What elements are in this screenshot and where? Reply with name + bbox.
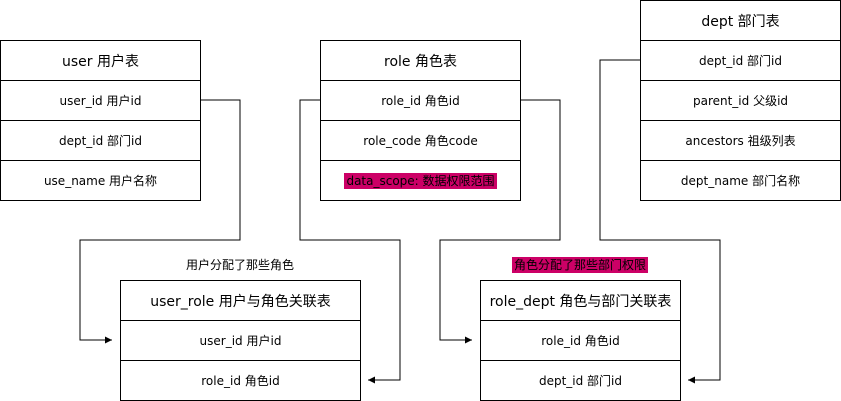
connector-role-to-role-dept — [439, 99, 561, 344]
table-user-role: user_role 用户与角色关联表 user_id 用户id role_id … — [120, 280, 361, 401]
field-label-highlighted: data_scope: 数据权限范围 — [344, 172, 497, 189]
table-role-dept-field-dept-id: dept_id 部门id — [480, 360, 681, 401]
field-label: dept_id 部门id — [698, 54, 783, 68]
table-role-field-role-id: role_id 角色id — [320, 80, 521, 121]
user-role-caption: 用户分配了那些角色 — [185, 258, 295, 272]
field-label: dept_name 部门名称 — [680, 174, 801, 188]
table-title: role_dept 角色与部门关联表 — [489, 293, 672, 310]
table-user: user 用户表 user_id 用户id dept_id 部门id use_n… — [0, 40, 201, 201]
field-label: user_id 用户id — [59, 94, 142, 108]
field-label: role_code 角色code — [363, 134, 478, 148]
table-title: dept 部门表 — [701, 13, 780, 30]
field-label: role_id 角色id — [201, 374, 280, 388]
connector-dept-to-role-dept — [599, 59, 721, 384]
table-user-field-user-id: user_id 用户id — [0, 80, 201, 121]
table-dept: dept 部门表 dept_id 部门id parent_id 父级id anc… — [640, 0, 841, 201]
table-user-header: user 用户表 — [0, 40, 201, 81]
field-label: parent_id 父级id — [692, 94, 789, 108]
field-label: dept_id 部门id — [58, 134, 143, 148]
table-user-field-use-name: use_name 用户名称 — [0, 160, 201, 201]
table-title: user_role 用户与角色关联表 — [150, 293, 331, 310]
table-dept-field-dept-id: dept_id 部门id — [640, 40, 841, 81]
field-label: ancestors 祖级列表 — [685, 134, 796, 148]
table-dept-header: dept 部门表 — [640, 0, 841, 41]
table-dept-field-dept-name: dept_name 部门名称 — [640, 160, 841, 201]
field-label: use_name 用户名称 — [43, 174, 158, 188]
table-user-role-field-user-id: user_id 用户id — [120, 320, 361, 361]
field-label: dept_id 部门id — [538, 374, 623, 388]
field-label: role_id 角色id — [381, 94, 460, 108]
table-role-dept-header: role_dept 角色与部门关联表 — [480, 280, 681, 321]
table-role-dept: role_dept 角色与部门关联表 role_id 角色id dept_id … — [480, 280, 681, 401]
table-user-role-header: user_role 用户与角色关联表 — [120, 280, 361, 321]
connector-role-to-user-role — [299, 99, 401, 384]
table-role-header: role 角色表 — [320, 40, 521, 81]
connector-user-to-user-role — [79, 99, 241, 344]
role-dept-caption: 角色分配了那些部门权限 — [511, 257, 649, 273]
table-user-field-dept-id: dept_id 部门id — [0, 120, 201, 161]
table-dept-field-ancestors: ancestors 祖级列表 — [640, 120, 841, 161]
field-label: user_id 用户id — [199, 334, 282, 348]
table-user-role-field-role-id: role_id 角色id — [120, 360, 361, 401]
table-role-dept-field-role-id: role_id 角色id — [480, 320, 681, 361]
table-dept-field-parent-id: parent_id 父级id — [640, 80, 841, 121]
table-title: role 角色表 — [384, 53, 457, 70]
table-title: user 用户表 — [62, 53, 139, 70]
table-role-field-data-scope: data_scope: 数据权限范围 — [320, 160, 521, 201]
field-label: role_id 角色id — [541, 334, 620, 348]
table-role: role 角色表 role_id 角色id role_code 角色code d… — [320, 40, 521, 201]
table-role-field-role-code: role_code 角色code — [320, 120, 521, 161]
